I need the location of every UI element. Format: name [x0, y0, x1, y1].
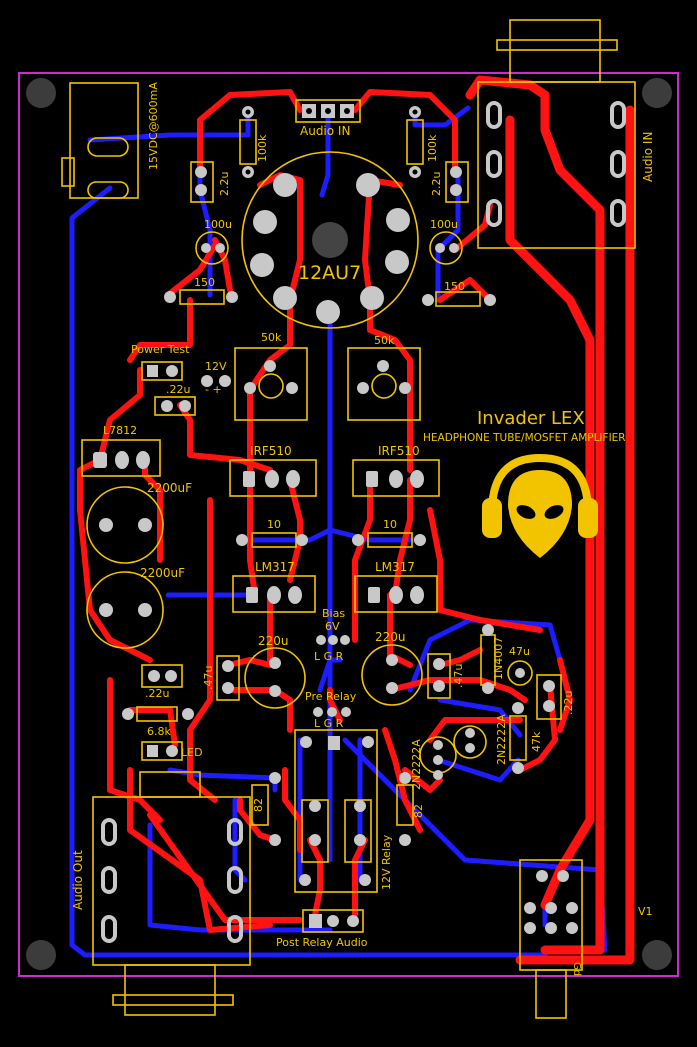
audio-in-header-label: Audio IN [300, 124, 350, 138]
alien-headphones-logo [482, 453, 598, 558]
r-68k-label: 6.8k [147, 725, 171, 738]
pot-left-label: 50k [261, 331, 282, 344]
c-22u-small-label: .22u [166, 383, 190, 396]
c-100u-left-label: 100u [204, 218, 232, 231]
relay-label: 12V Relay [380, 834, 393, 890]
r-150-right-label: 150 [444, 280, 465, 293]
board-title: Invader LEX [477, 408, 585, 429]
v12-polarity-label: - + [205, 383, 222, 396]
tube-label: 12AU7 [298, 262, 361, 284]
pot-right-label: 50k [374, 334, 395, 347]
silkscreen [61, 19, 636, 1019]
gnd-label: Gd [571, 962, 582, 976]
regulator-label: L7812 [103, 424, 137, 437]
transistor-2-label: 2N2222A [495, 714, 508, 765]
power-jack-label: 15VDC@600mA [147, 82, 160, 170]
r-100k-right-label: 100k [426, 134, 439, 162]
pre-relay-label: Pre Relay [305, 690, 357, 703]
mosfet-left-label: IRF510 [250, 444, 292, 458]
c-220u-right-label: 220u [375, 630, 406, 644]
bias-voltage-label: 6V [325, 620, 340, 633]
lm317-right-label: LM317 [375, 560, 415, 574]
cap-2200-top-label: 2200uF [147, 481, 192, 495]
r-150-left-label: 150 [194, 276, 215, 289]
c-47-left-label: .47u [202, 666, 215, 690]
diode-label: 1N4007 [492, 637, 505, 680]
r-82-left-label: 82 [252, 798, 265, 812]
cap-2200-bottom-label: 2200uF [140, 566, 185, 580]
pre-relay-pins-label: L G R [314, 717, 344, 730]
power-test-label: Power Test [131, 343, 190, 356]
mounting-holes [26, 78, 672, 970]
c-22-left-label: 2.2u [218, 172, 231, 196]
r-10-right-label: 10 [383, 518, 397, 531]
led-label: LED [181, 746, 203, 759]
c-22-right-label: 2.2u [430, 172, 443, 196]
lm317-left-label: LM317 [255, 560, 295, 574]
r-10-left-label: 10 [267, 518, 281, 531]
transistor-1-label: 2N2222A [410, 739, 423, 790]
r-100k-left-label: 100k [256, 134, 269, 162]
mosfet-right-label: IRF510 [378, 444, 420, 458]
r-47k-label: 47k [530, 731, 543, 752]
version-label: V1 [638, 905, 653, 918]
audio-out-label: Audio Out [71, 850, 85, 910]
c-22u-right-label: .22u [562, 691, 575, 715]
pads [93, 101, 626, 943]
c-47u-label: 47u [509, 645, 530, 658]
c-47-right-label: .47u [452, 664, 465, 688]
c-100u-right-label: 100u [430, 218, 458, 231]
top-copper-traces [77, 75, 635, 965]
c-22u-bottom-label: .22u [145, 687, 169, 700]
c-220u-left-label: 220u [258, 634, 289, 648]
board-outline [18, 72, 679, 977]
r-82-right-label: 82 [412, 804, 425, 818]
bias-pins-label: L G R [314, 650, 344, 663]
silkscreen-labels: 15VDC@600mA Audio IN Audio IN 100k 100k … [71, 82, 655, 976]
bias-label: Bias [322, 607, 345, 620]
post-relay-label: Post Relay Audio [276, 936, 368, 949]
board-subtitle: HEADPHONE TUBE/MOSFET AMPLIFIER [423, 432, 626, 444]
audio-in-jack-label: Audio IN [641, 132, 655, 182]
v12-label: 12V [205, 360, 227, 373]
